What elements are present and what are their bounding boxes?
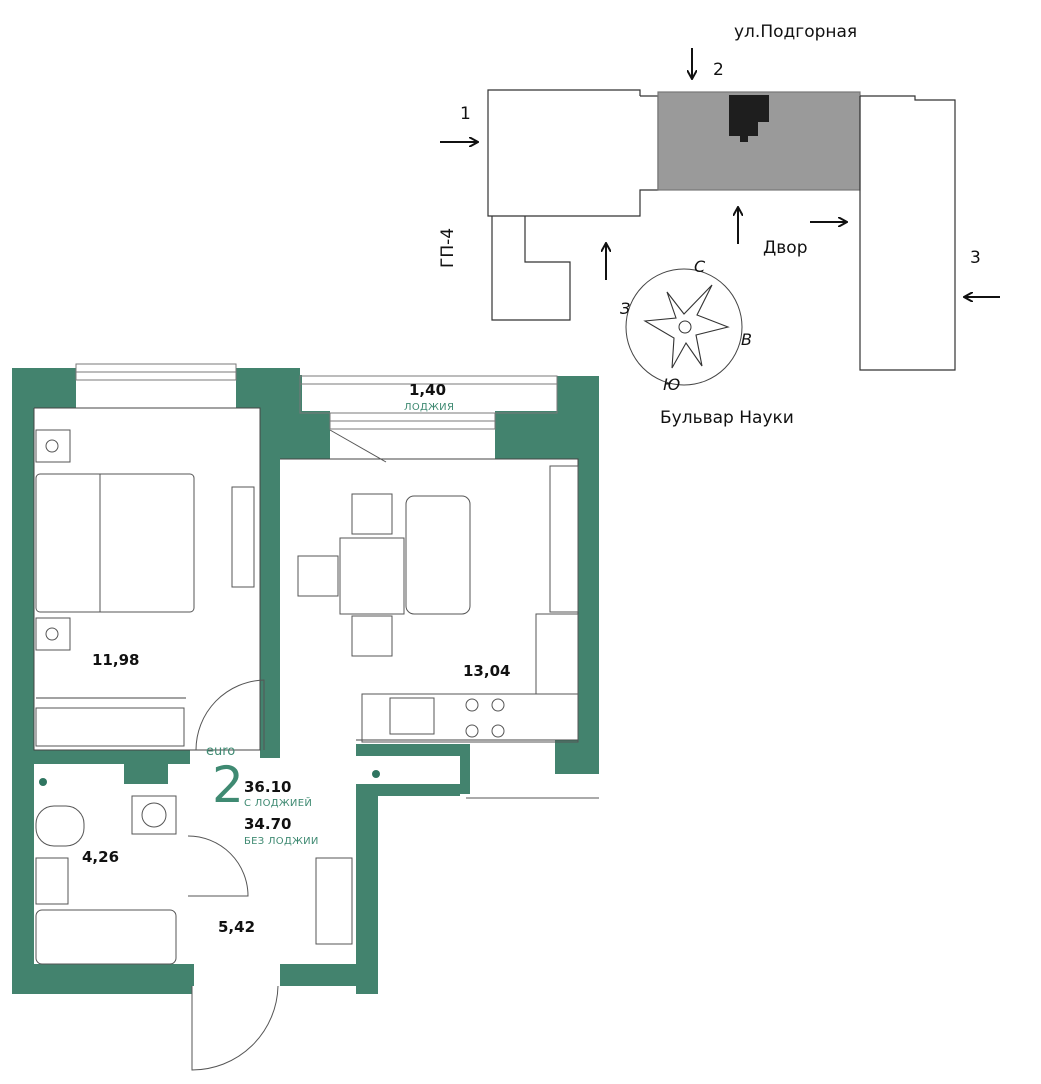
nightstand-top — [35, 429, 71, 463]
compass-south-label: Ю — [663, 375, 681, 394]
entrance-1-label: 1 — [460, 104, 471, 124]
living-kitchen-area: 13,04 — [463, 662, 511, 680]
compass-rose — [625, 268, 743, 386]
nightstand-bottom — [35, 617, 71, 651]
loggia-railing — [299, 375, 558, 414]
entrance-3-label: 3 — [970, 248, 981, 268]
hob-ring — [465, 698, 479, 712]
area-with-loggia: 36.10 — [244, 778, 292, 796]
windows — [75, 363, 558, 430]
marker-dot — [39, 778, 47, 786]
without-loggia-caption: БЕЗ ЛОДЖИИ — [244, 836, 319, 847]
building-left-outline — [487, 89, 659, 321]
compass-east-label: В — [741, 330, 752, 349]
street-top-label: ул.Подгорная — [734, 22, 858, 42]
entrance-door — [191, 985, 279, 1071]
bedroom-area: 11,98 — [92, 651, 140, 669]
compass-ring — [625, 268, 743, 386]
fridge — [535, 613, 579, 695]
marker-dot — [372, 770, 380, 778]
site-plan — [487, 89, 956, 371]
area-without-loggia: 34.70 — [244, 815, 292, 833]
compass-west-label: З — [620, 299, 631, 318]
toilet — [35, 805, 85, 847]
hallway-area: 5,42 — [218, 918, 256, 936]
selected-section — [657, 91, 861, 191]
double-bed — [35, 473, 195, 613]
bathroom-area: 4,26 — [82, 848, 120, 866]
entrance-arrows — [440, 48, 1000, 297]
kitchen-counter — [361, 693, 579, 743]
entrance-2-label: 2 — [713, 60, 724, 80]
loggia-label: ЛОДЖИЯ — [404, 402, 455, 413]
bedroom-tv-unit — [231, 486, 255, 588]
chair-left — [297, 555, 339, 597]
marks — [39, 770, 380, 786]
compass-north-label: С — [694, 257, 706, 276]
chair-bottom — [351, 615, 393, 657]
chair-top — [351, 493, 393, 535]
hallway-radiator — [315, 857, 353, 945]
compass-star-icon — [643, 284, 730, 369]
bedroom-outline — [33, 407, 261, 751]
apartment-rooms: 2 — [212, 756, 244, 814]
compass-center — [678, 320, 692, 334]
living-tv-unit — [549, 465, 579, 613]
sink — [389, 697, 435, 735]
building-code-label: ГП-4 — [438, 227, 458, 268]
building-right-outline — [859, 95, 956, 371]
bathroom-door — [187, 835, 249, 897]
with-loggia-caption: С ЛОДЖИЕЙ — [244, 798, 313, 809]
yard-label: Двор — [763, 238, 808, 258]
sofa — [405, 495, 471, 615]
apartment-plan — [12, 363, 599, 1071]
loggia-area: 1,40 — [409, 381, 447, 399]
bedroom-radiator — [35, 707, 185, 747]
washing-machine — [131, 795, 177, 835]
unit-mark — [729, 95, 769, 142]
furniture — [35, 429, 599, 1071]
dining-table — [339, 537, 405, 615]
bathtub — [35, 909, 177, 965]
street-bottom-label: Бульвар Науки — [660, 408, 794, 428]
outer-walls — [12, 368, 599, 994]
washbasin — [35, 857, 69, 905]
apartment-type: euro — [206, 744, 236, 759]
bedroom-door — [195, 679, 265, 751]
